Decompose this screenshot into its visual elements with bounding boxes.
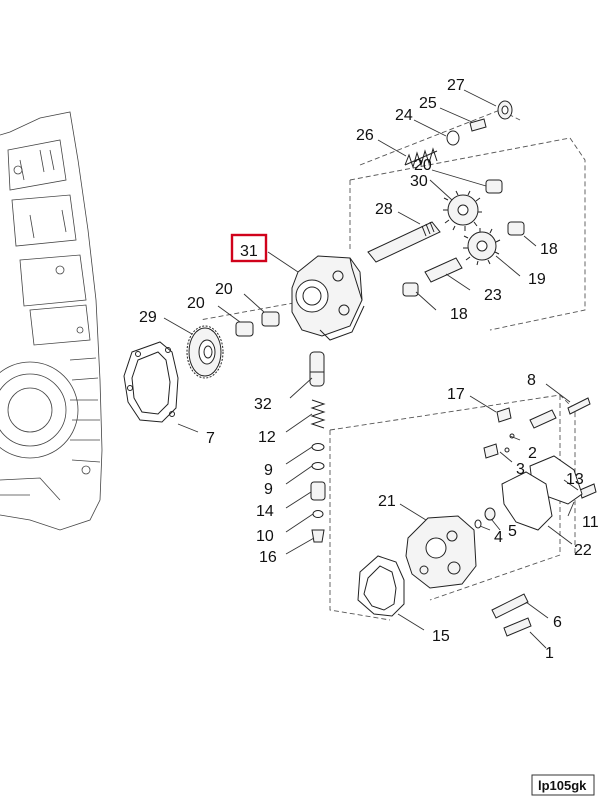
reference-code: lp105gk — [538, 778, 587, 793]
label-14: 14 — [256, 503, 274, 520]
part-24-ring — [446, 130, 460, 146]
label-4: 4 — [494, 529, 503, 546]
part-2-sensor — [509, 409, 557, 439]
label-18-mid: 18 — [450, 306, 468, 323]
part-32-plug — [309, 351, 325, 387]
label-2: 2 — [528, 445, 537, 462]
label-26: 26 — [356, 127, 374, 144]
label-29: 29 — [139, 309, 157, 326]
label-16: 16 — [259, 549, 277, 566]
label-20-top: 20 — [414, 157, 432, 174]
part-12-spring — [310, 399, 326, 429]
part-4-plug — [484, 507, 496, 521]
label-17: 17 — [447, 386, 465, 403]
reference-code-box: lp105gk — [531, 774, 595, 796]
label-30: 30 — [410, 173, 428, 190]
part-19-gear — [463, 228, 501, 266]
label-32: 32 — [254, 396, 272, 413]
label-21: 21 — [378, 493, 396, 510]
leader-lines — [163, 89, 579, 649]
label-12: 12 — [258, 429, 276, 446]
label-24: 24 — [395, 107, 413, 124]
part-3-fitting — [483, 443, 510, 459]
highlight-callout-box — [230, 233, 268, 263]
part-21-housing — [405, 515, 477, 589]
part-6-bolt — [491, 593, 529, 619]
part-9-seal-b — [311, 462, 325, 470]
part-20-bushing-top — [485, 179, 503, 194]
part-9-seal-a — [311, 443, 325, 451]
part-20-bushing-a — [261, 311, 280, 327]
label-18-top: 18 — [540, 241, 558, 258]
part-31-pump-housing — [291, 255, 365, 341]
part-15-gasket — [357, 555, 405, 617]
label-9-a: 9 — [264, 462, 273, 479]
part-14-valve — [310, 481, 326, 501]
label-22: 22 — [574, 542, 592, 559]
part-18-bushing-top — [507, 221, 525, 236]
label-7: 7 — [206, 430, 215, 447]
part-26-spring — [404, 147, 438, 169]
part-8-bolt — [567, 397, 591, 415]
label-6: 6 — [553, 614, 562, 631]
part-16-plug — [311, 529, 325, 543]
label-20-a: 20 — [215, 281, 233, 298]
part-28-shaft — [367, 221, 441, 263]
part-27-washer — [497, 100, 513, 120]
transmission-casing — [0, 111, 103, 531]
label-31: 31 — [240, 243, 258, 260]
part-labels: 27 25 24 26 20 30 28 18 31 19 23 20 20 2… — [139, 77, 599, 662]
part-20-bushing-b — [235, 321, 254, 337]
label-27: 27 — [447, 77, 465, 94]
label-10: 10 — [256, 528, 274, 545]
part-23-shaft — [424, 257, 463, 283]
label-5: 5 — [508, 523, 517, 540]
part-22-gasket — [501, 471, 553, 531]
part-7-gasket — [123, 341, 179, 423]
label-23: 23 — [484, 287, 502, 304]
label-20-b: 20 — [187, 295, 205, 312]
part-5-seal — [474, 519, 482, 529]
label-8: 8 — [527, 372, 536, 389]
part-18-bushing-mid — [402, 282, 419, 297]
label-1: 1 — [545, 645, 554, 662]
label-25: 25 — [419, 95, 437, 112]
label-3: 3 — [516, 461, 525, 478]
part-25-pin — [469, 118, 487, 132]
label-11: 11 — [582, 514, 599, 531]
part-13-screw — [579, 483, 597, 499]
part-17-fitting — [496, 407, 512, 423]
part-29-drive-gear — [186, 325, 224, 379]
label-28: 28 — [375, 201, 393, 218]
label-13: 13 — [566, 471, 584, 488]
part-30-gear — [443, 190, 482, 231]
part-10-washer — [312, 510, 324, 518]
label-19: 19 — [528, 271, 546, 288]
label-15: 15 — [432, 628, 450, 645]
label-9-b: 9 — [264, 481, 273, 498]
part-1-bolt — [503, 617, 532, 637]
